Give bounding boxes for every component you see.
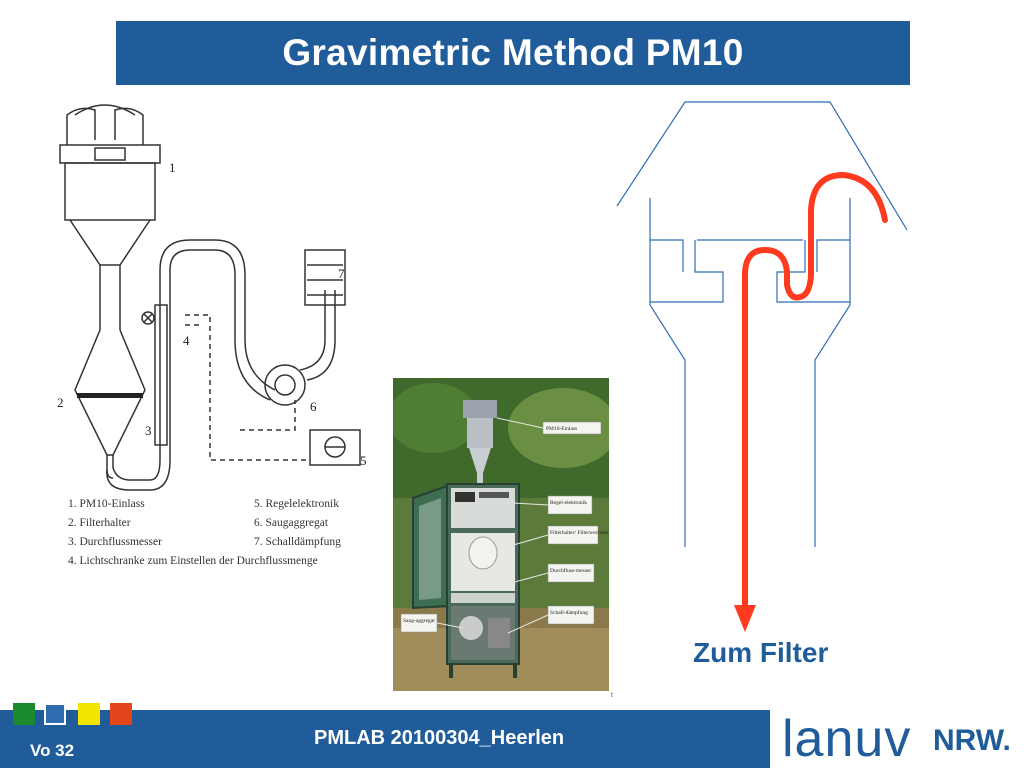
inlet-cap-left — [66, 107, 96, 145]
legend-item: 1. PM10-Einlass — [68, 498, 145, 510]
inlet-cap-right — [114, 107, 144, 145]
callout-1: 1 — [169, 160, 176, 175]
page-number: Vo 32 — [30, 741, 75, 760]
photo-label-flow-meter: Durchfluss-messer — [550, 567, 591, 574]
title-bar: Gravimetric Method PM10 — [116, 21, 910, 85]
funnel-left-wall — [649, 198, 686, 547]
legend-item: 7. Schalldämpfung — [254, 536, 341, 548]
airflow-arrow-head — [734, 605, 756, 632]
brand-square-green — [13, 703, 35, 725]
callout-6: 6 — [310, 399, 317, 414]
photo-label-inlet: PM10-Einlass — [546, 426, 577, 432]
silencer — [304, 249, 346, 306]
photo-label-silencer: Schall-dämpfung — [550, 609, 588, 616]
callout-2: 2 — [57, 395, 64, 410]
inlet-hood — [616, 101, 908, 231]
photo-label-electronics: Regel-elektronik — [550, 500, 587, 506]
filter-holder — [74, 329, 146, 456]
legend-item: 2. Filterhalter — [68, 517, 131, 529]
photo-label-filter-holder: Filterhalter/ Filterwechsler — [550, 530, 609, 536]
legend-item: 3. Durchflussmesser — [68, 536, 162, 548]
zum-filter-label: Zum Filter — [693, 637, 829, 668]
lanuv-logo: lanuv NRW. — [770, 710, 1024, 768]
legend-item: 4. Lichtschranke zum Einstellen der Durc… — [68, 555, 318, 567]
legend-item: 6. Saugaggregat — [254, 517, 329, 529]
schematic-legend: 1. PM10-Einlass 5. Regelelektronik 2. Fi… — [68, 498, 378, 574]
sampler-photo: PM10-Einlass Regel-elektronik Filterhalt… — [393, 378, 609, 691]
logo-main-text: lanuv — [782, 710, 912, 768]
brand-square-blue — [44, 703, 66, 725]
photo-corner-mark: t — [611, 692, 613, 699]
brand-square-red — [110, 703, 132, 725]
footer-text: PMLAB 20100304_Heerlen — [314, 727, 565, 749]
pm10-sampler-schematic: 1 2 3 4 5 6 7 — [57, 104, 367, 491]
logo-nrw-text: NRW. — [933, 724, 1011, 757]
callout-5: 5 — [360, 453, 367, 468]
callout-4: 4 — [183, 333, 190, 348]
inlet-flow-diagram — [616, 101, 908, 632]
callout-3: 3 — [145, 423, 152, 438]
funnel-right-wall — [814, 198, 851, 547]
callout-7: 7 — [338, 266, 345, 281]
slide-title: Gravimetric Method PM10 — [282, 32, 744, 73]
pump-housing — [264, 364, 306, 406]
brand-square-yellow — [78, 703, 100, 725]
photo-label-pump: Saug-aggregat — [403, 618, 435, 624]
legend-item: 5. Regelelektronik — [254, 498, 339, 510]
airflow-arrow-path — [742, 171, 888, 608]
inlet-cone — [69, 219, 151, 266]
control-electronics — [309, 429, 361, 466]
